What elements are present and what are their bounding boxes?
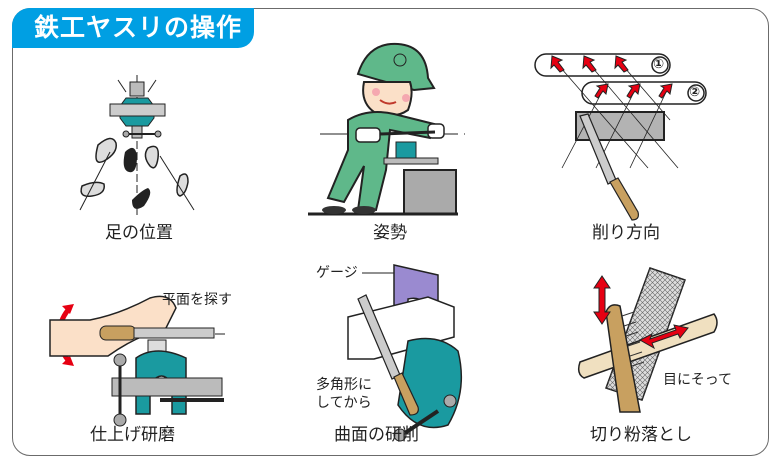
note-polygon-line1: 多角形に xyxy=(316,377,372,393)
marker-2: ② xyxy=(689,85,701,100)
panel-label: 削り方向 xyxy=(592,223,660,243)
panel-posture: 姿勢 xyxy=(300,30,480,243)
panel-curved-surface: ゲージ 多角形に してから 曲面の研削 xyxy=(300,255,480,445)
note-polygon-line2: してから xyxy=(316,395,372,411)
worker-filing-illustration-icon xyxy=(308,42,465,216)
content-frame xyxy=(12,8,769,456)
page-title: 鉄工ヤスリの操作 xyxy=(12,8,254,48)
panel-finish-polishing: 平面を探す 仕上げ研磨 xyxy=(40,270,260,450)
note-find-flat: 平面を探す xyxy=(162,292,232,308)
note-gauge: ゲージ xyxy=(316,265,358,281)
foot-position-diagram-icon xyxy=(79,75,195,215)
cutting-direction-diagram-icon xyxy=(534,53,707,221)
panel-chip-removal: 目にそって 切り粉落とし xyxy=(560,250,760,450)
finish-polishing-illustration-icon xyxy=(49,295,228,427)
panel-label: 切り粉落とし xyxy=(590,425,692,445)
panel-foot-position: 足の位置 xyxy=(60,60,220,243)
panel-label: 足の位置 xyxy=(105,223,173,243)
curved-surface-illustration-icon xyxy=(347,264,463,442)
panel-cutting-direction: ① ② 削り方向 xyxy=(520,40,740,243)
panel-label: 仕上げ研磨 xyxy=(90,425,175,445)
note-along-grain: 目にそって xyxy=(663,372,733,388)
wire-brush-illustration-icon xyxy=(577,267,718,413)
panel-label: 姿勢 xyxy=(373,223,407,243)
marker-1: ① xyxy=(653,57,665,72)
panel-label: 曲面の研削 xyxy=(334,425,419,445)
